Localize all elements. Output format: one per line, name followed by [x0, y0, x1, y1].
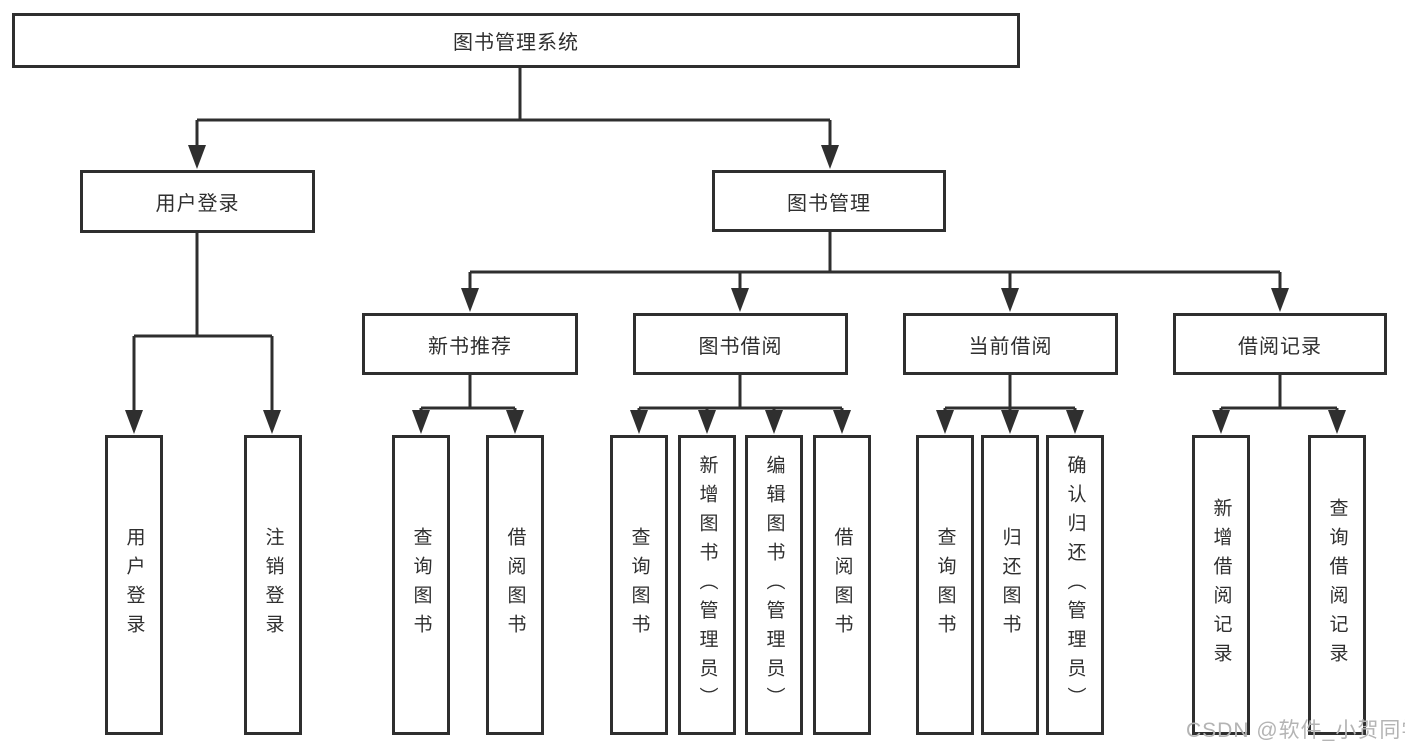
- node-current-borrow: 当前借阅: [903, 313, 1118, 375]
- arrowhead: [263, 410, 281, 434]
- node-label: 图书管理系统: [453, 32, 579, 54]
- leaf-label: 确认归还（管理员）: [1064, 454, 1086, 716]
- leaf-borrow-book: 借阅图书: [486, 435, 544, 735]
- leaf-query-book: 查询图书: [916, 435, 974, 735]
- arrowhead: [125, 410, 143, 434]
- arrowhead: [1001, 410, 1019, 434]
- node-borrow-record: 借阅记录: [1173, 313, 1387, 375]
- leaf-label: 新增借阅记录: [1210, 498, 1232, 672]
- leaf-add-book-admin: 新增图书（管理员）: [678, 435, 736, 735]
- arrowhead: [1066, 410, 1084, 434]
- arrowhead: [506, 410, 524, 434]
- arrowhead: [630, 410, 648, 434]
- leaf-borrow-book: 借阅图书: [813, 435, 871, 735]
- node-label: 借阅记录: [1238, 335, 1322, 358]
- leaf-user-login: 用户登录: [105, 435, 163, 735]
- arrowhead: [188, 145, 206, 169]
- leaf-add-borrow-record: 新增借阅记录: [1192, 435, 1250, 735]
- leaf-label: 查询图书: [410, 527, 432, 643]
- arrowhead: [765, 410, 783, 434]
- arrowhead: [1328, 410, 1346, 434]
- node-label: 图书管理: [787, 192, 871, 215]
- arrowhead: [936, 410, 954, 434]
- node-label: 新书推荐: [428, 335, 512, 358]
- arrowhead: [1001, 288, 1019, 312]
- leaf-query-book: 查询图书: [392, 435, 450, 735]
- leaf-query-book: 查询图书: [610, 435, 668, 735]
- leaf-edit-book-admin: 编辑图书（管理员）: [745, 435, 803, 735]
- arrowhead: [698, 410, 716, 434]
- leaf-logout: 注销登录: [244, 435, 302, 735]
- node-label: 图书借阅: [698, 335, 783, 358]
- arrowhead: [833, 410, 851, 434]
- watermark-text: CSDN @软件_小贺同学: [1186, 719, 1405, 742]
- node-new-book-recommend: 新书推荐: [362, 313, 578, 375]
- node-root-system: 图书管理系统: [12, 13, 1020, 68]
- leaf-confirm-return-admin: 确认归还（管理员）: [1046, 435, 1104, 735]
- leaf-label: 借阅图书: [831, 527, 853, 643]
- leaf-label: 查询借阅记录: [1326, 498, 1348, 672]
- leaf-label: 用户登录: [123, 527, 145, 643]
- leaf-label: 查询图书: [628, 527, 650, 643]
- leaf-label: 查询图书: [934, 527, 956, 643]
- node-user-login: 用户登录: [80, 170, 315, 233]
- arrowhead: [461, 288, 479, 312]
- node-label: 用户登录: [155, 193, 240, 215]
- arrowhead: [731, 288, 749, 312]
- leaf-label: 归还图书: [999, 527, 1021, 643]
- leaf-label: 编辑图书（管理员）: [763, 454, 785, 716]
- node-book-borrow: 图书借阅: [633, 313, 848, 375]
- arrowhead: [412, 410, 430, 434]
- arrowhead: [1212, 410, 1230, 434]
- leaf-label: 新增图书（管理员）: [696, 454, 718, 716]
- arrowhead: [1271, 288, 1289, 312]
- leaf-label: 注销登录: [262, 527, 284, 643]
- node-label: 当前借阅: [968, 335, 1053, 358]
- leaf-label: 借阅图书: [504, 527, 526, 643]
- node-book-management: 图书管理: [712, 170, 946, 232]
- arrowhead: [821, 145, 839, 169]
- leaf-return-book: 归还图书: [981, 435, 1039, 735]
- leaf-query-borrow-record: 查询借阅记录: [1308, 435, 1366, 735]
